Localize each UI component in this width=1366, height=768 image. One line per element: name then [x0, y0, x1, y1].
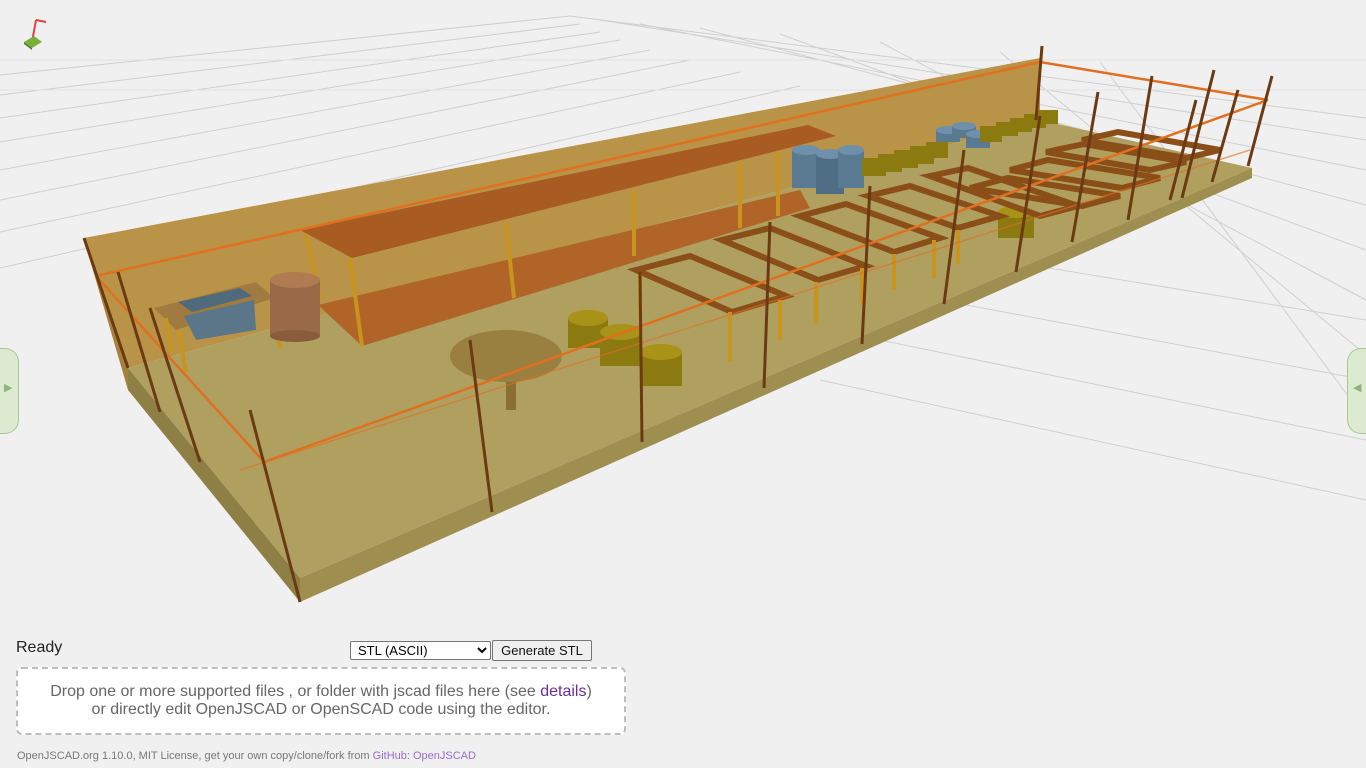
status-text: Ready	[16, 639, 63, 656]
left-panel-toggle[interactable]: ▶	[0, 348, 19, 434]
greenhouse-floor	[128, 120, 1252, 602]
drop-zone-text: Drop one or more supported files , or fo…	[50, 683, 541, 700]
long-shelf	[300, 125, 836, 347]
drop-zone-editor-hint: or directly edit OpenJSCAD or OpenSCAD c…	[91, 701, 551, 718]
expand-right-icon: ▶	[4, 381, 13, 394]
export-format-select[interactable]: STL (ASCII)	[350, 641, 491, 660]
workbench	[154, 282, 282, 373]
footer: OpenJSCAD.org 1.10.0, MIT License, get y…	[17, 750, 476, 762]
back-pot-row	[862, 110, 1058, 176]
expand-left-icon: ◀	[1353, 381, 1362, 394]
blue-barrels	[792, 122, 990, 194]
drop-zone-text-end: )	[586, 683, 592, 700]
fence-posts	[82, 45, 1274, 603]
generate-stl-button[interactable]: Generate STL	[492, 640, 592, 661]
scene-render[interactable]	[0, 0, 1366, 620]
github-link[interactable]: GitHub: OpenJSCAD	[372, 750, 476, 762]
compost-bin	[270, 272, 320, 342]
3d-viewer-canvas[interactable]	[0, 0, 1366, 620]
fence-rails	[95, 60, 1269, 471]
footer-text: OpenJSCAD.org 1.10.0, MIT License, get y…	[17, 750, 373, 762]
file-drop-zone[interactable]: Drop one or more supported files , or fo…	[16, 667, 626, 735]
right-panel-toggle[interactable]: ◀	[1347, 348, 1366, 434]
round-table	[450, 330, 562, 410]
openjscad-logo-icon[interactable]	[20, 16, 48, 52]
details-link[interactable]: details	[540, 683, 587, 700]
